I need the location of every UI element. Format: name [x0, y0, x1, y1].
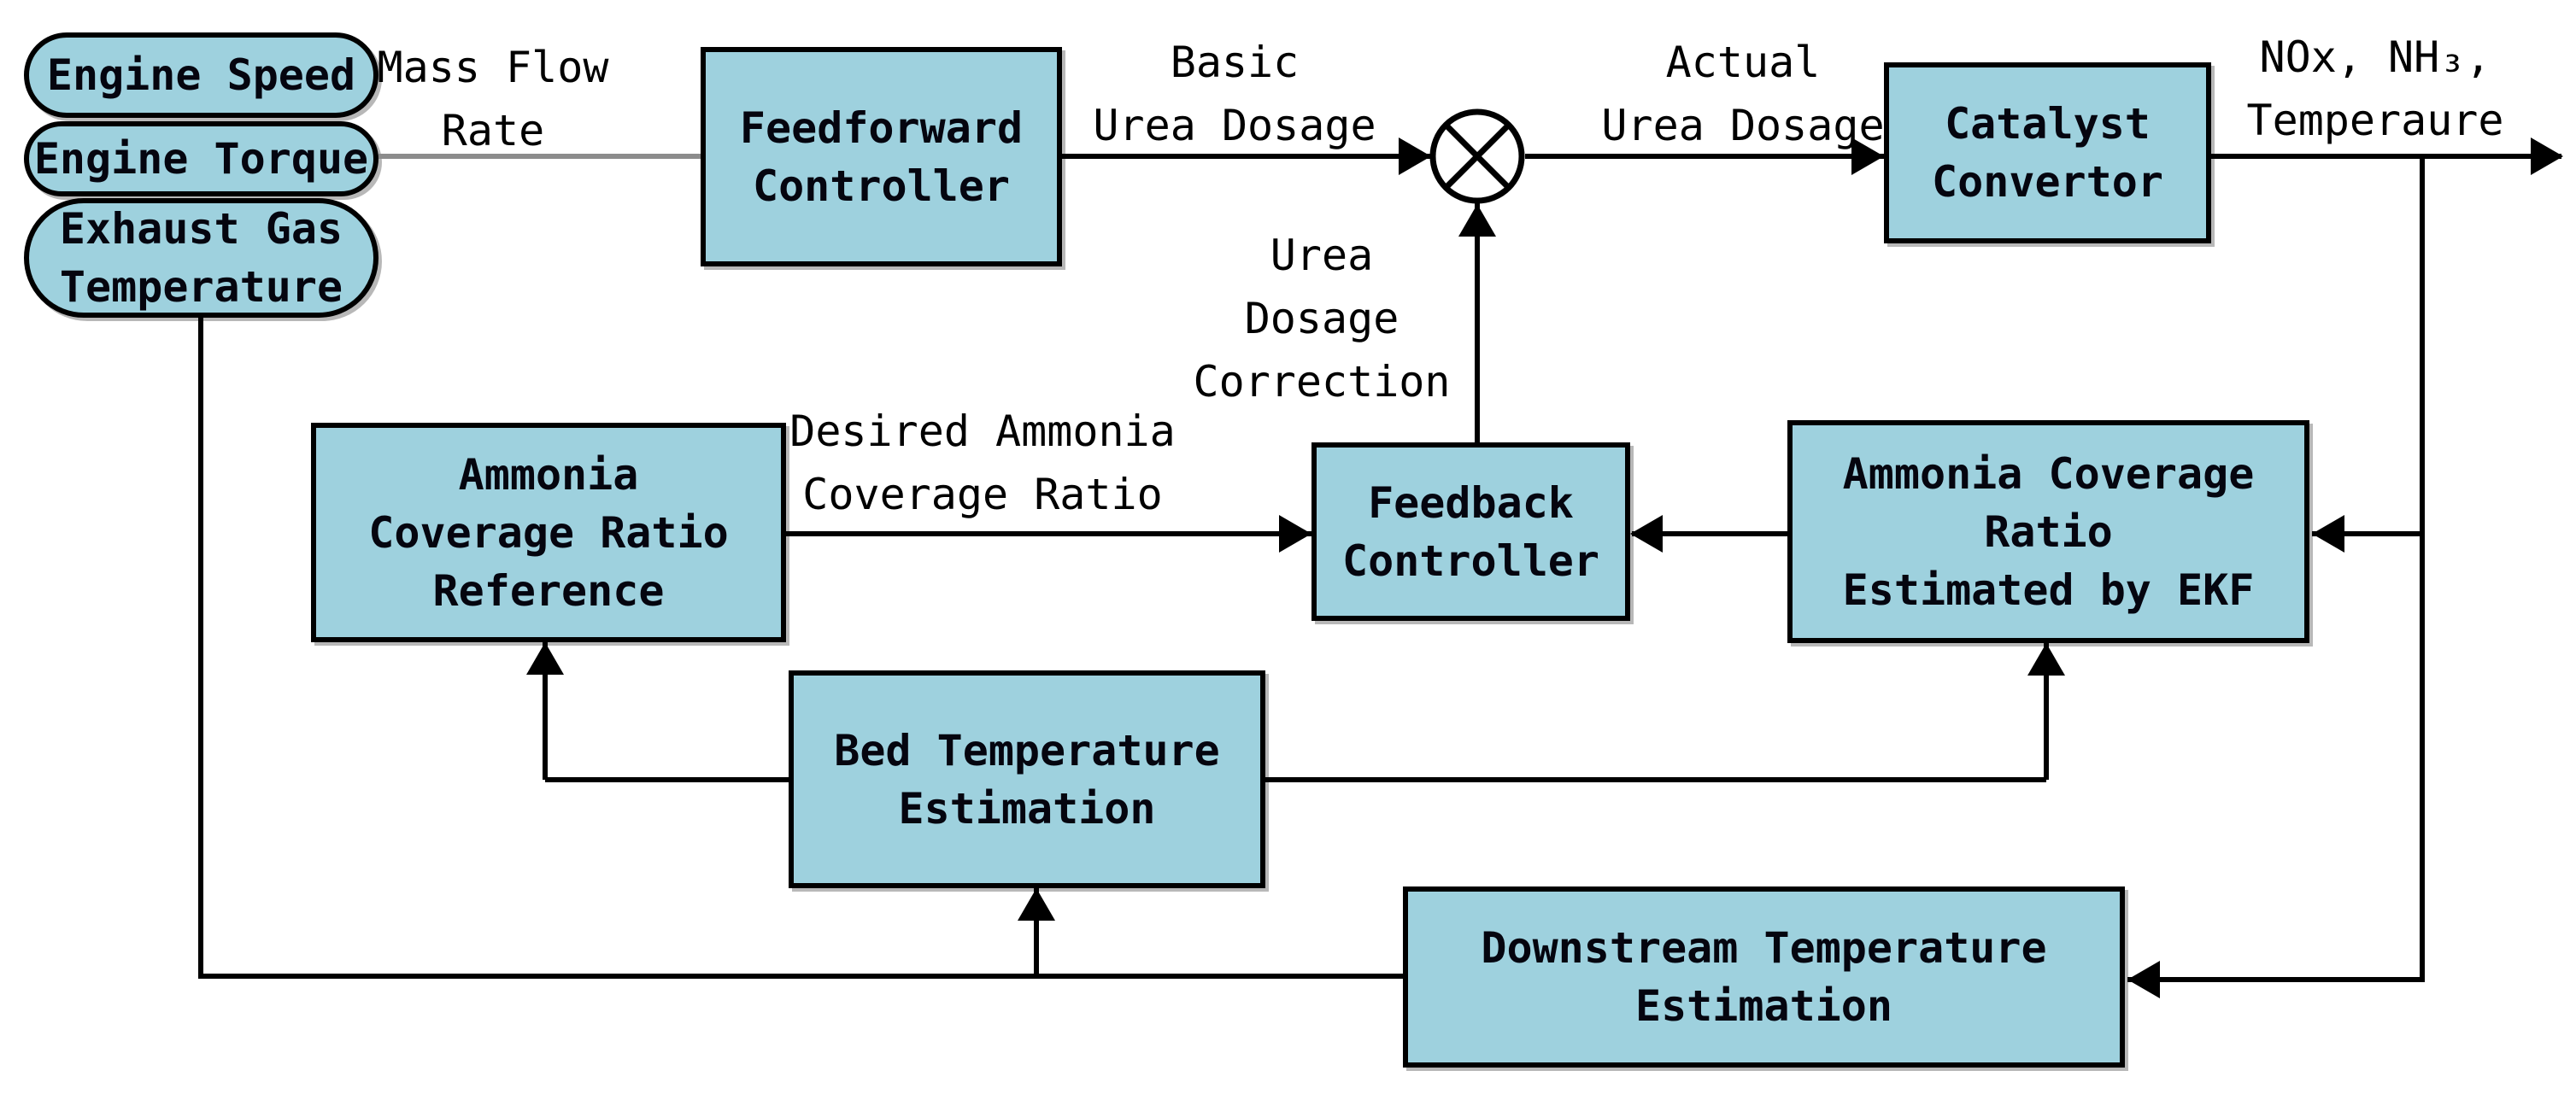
edge-label-actual-urea-dosage: Actual Urea Dosage [1601, 38, 1885, 150]
node-engine-torque: Engine Torque [24, 121, 378, 196]
line-exhaust-down [198, 318, 203, 979]
line-feedback-branch-to-ekf [2312, 531, 2425, 536]
arrowhead-into-reference-bottom [526, 642, 564, 675]
node-catalyst-convertor: Catalyst Convertor [1884, 62, 2211, 243]
edge-label-basic-urea-dosage: Basic Urea Dosage [1093, 38, 1376, 150]
node-engine-speed: Engine Speed [24, 32, 378, 118]
node-feedforward-controller: Feedforward Controller [701, 47, 1062, 266]
line-bed-output-right [1265, 777, 2046, 782]
arrowhead-into-downstream-right [2127, 961, 2160, 998]
line-bottom-bus [201, 974, 1403, 979]
edge-label-desired-ammonia-coverage-ratio: Desired Ammonia Coverage Ratio [789, 407, 1176, 519]
arrowhead-into-multiplier [1399, 138, 1431, 175]
edge-label-urea-dosage-correction: Urea Dosage Correction [1193, 231, 1451, 407]
node-ammonia-coverage-ratio-ekf: Ammonia Coverage Ratio Estimated by EKF [1787, 420, 2309, 643]
edge-label-catalyst-outputs: NOx, NH₃, Temperaure [2246, 32, 2504, 145]
line-up-to-reference [543, 642, 548, 780]
line-up-to-ekf [2044, 643, 2049, 780]
node-exhaust-gas-temperature: Exhaust Gas Temperature [24, 198, 378, 318]
arrowhead-into-feedback-right [1630, 515, 1663, 553]
node-downstream-temperature-estimation: Downstream Temperature Estimation [1403, 886, 2125, 1068]
line-reference-to-feedback [786, 531, 1311, 536]
line-mass-flow [378, 154, 701, 159]
arrowhead-into-feedback-left [1279, 515, 1311, 553]
arrowhead-into-bed-bottom [1018, 888, 1055, 921]
node-bed-temperature-estimation: Bed Temperature Estimation [789, 670, 1265, 888]
arrowhead-system-output [2531, 138, 2563, 175]
line-catalyst-output [2211, 154, 2561, 159]
arrowhead-into-ekf-right [2312, 515, 2344, 553]
edge-label-mass-flow-rate: Mass Flow Rate [377, 43, 609, 155]
node-feedback-controller: Feedback Controller [1311, 442, 1630, 621]
line-bed-output-left [545, 777, 789, 782]
line-up-to-bed [1034, 888, 1039, 976]
node-ammonia-coverage-ratio-reference: Ammonia Coverage Ratio Reference [311, 423, 786, 642]
line-correction-up [1475, 203, 1480, 442]
arrowhead-into-catalyst [1851, 138, 1884, 175]
multiplier-icon [1429, 108, 1525, 204]
line-output-feedback-down [2420, 156, 2425, 980]
arrowhead-into-ekf-bottom [2027, 643, 2065, 676]
line-ekf-to-feedback [1632, 531, 1787, 536]
line-feedback-branch-to-downstream [2127, 977, 2425, 982]
arrowhead-into-multiplier-bottom [1458, 204, 1496, 237]
line-multiplier-to-catalyst [1525, 154, 1884, 159]
line-feedforward-to-multiplier [1062, 154, 1431, 159]
